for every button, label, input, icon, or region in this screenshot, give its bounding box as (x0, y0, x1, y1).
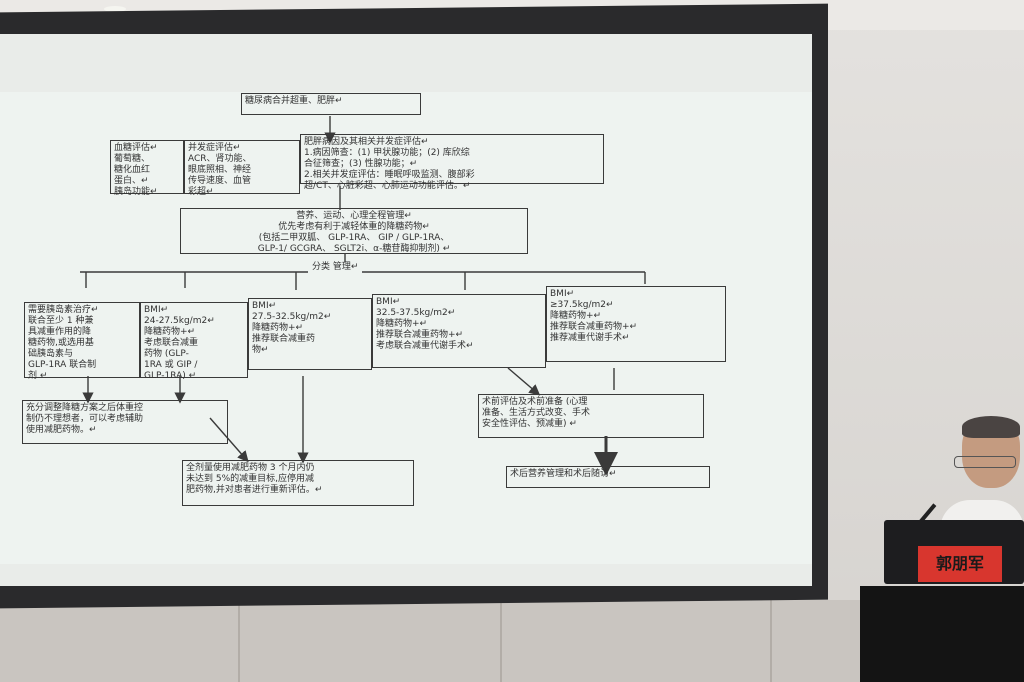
projector-screen: 糖尿病合并超重、肥胖↵ 血糖评估↵ 葡萄糖、 糖化血红 蛋白、↵ 胰岛功能↵ 并… (0, 34, 812, 586)
preoperative-box: 术前评估及术前准备 (心理 准备、生活方式改变、手术 安全性评估、预减重) ↵ (478, 394, 704, 438)
speaker-hair (962, 416, 1020, 438)
bmi-over-37-column-box: BMI↵ ≥37.5kg/m2↵ 降糖药物+↵ 推荐联合减重药物+↵ 推荐减重代… (546, 286, 726, 362)
speaker-nameplate: 郭朋军 (918, 546, 1002, 582)
flowchart-connectors (80, 116, 646, 476)
obesity-evaluation-box: 肥胖病因及其相关并发症评估↵ 1.病因筛查：(1) 甲状腺功能；(2) 库欣综 … (300, 134, 604, 191)
bmi-24-27-column-box: BMI↵ 24-27.5kg/m2↵ 降糖药物+↵ 考虑联合减重 药物 (GLP… (140, 302, 248, 381)
insulin-column-box: 需要胰岛素治疗↵ 联合至少 1 种兼 具减重作用的降 糖药物,或选用基 础胰岛素… (24, 302, 140, 381)
comprehensive-management-box: 营养、运动、心理全程管理↵ 优先考虑有利于减轻体重的降糖药物↵ (包括二甲双胍、… (180, 208, 528, 254)
bmi-32-37-column-box: BMI↵ 32.5-37.5kg/m2↵ 降糖药物+↵ 推荐联合减重药物+↵ 考… (372, 294, 546, 368)
adjust-regimen-box: 充分调整降糖方案之后体重控 制仍不理想者，可以考虑辅助 使用减肥药物。↵ (22, 400, 228, 444)
wall-panels (0, 600, 1024, 682)
panel-seam (770, 600, 772, 682)
glucose-evaluation-box: 血糖评估↵ 葡萄糖、 糖化血红 蛋白、↵ 胰岛功能↵ (110, 140, 184, 197)
podium (860, 586, 1024, 682)
full-dose-evaluation-box: 全剂量使用减肥药物 3 个月内仍 未达到 5%的减重目标,应停用减 肥药物,并对… (182, 460, 414, 506)
classify-label: 分类 管理↵ (308, 262, 363, 273)
bmi-27-32-column-box: BMI↵ 27.5-32.5kg/m2↵ 降糖药物+↵ 推荐联合减重药 物↵ (248, 298, 372, 370)
complication-evaluation-box: 并发症评估↵ ACR、肾功能、 眼底照相、神经 传导速度、血管 彩超↵ (184, 140, 300, 197)
panel-seam (238, 600, 240, 682)
speaker-glasses (954, 456, 1016, 468)
postoperative-box: 术后营养管理和术后随访↵ (506, 466, 710, 488)
ceiling-light (104, 6, 126, 12)
slide (0, 92, 812, 564)
panel-seam (500, 600, 502, 682)
title-box: 糖尿病合并超重、肥胖↵ (241, 93, 421, 115)
